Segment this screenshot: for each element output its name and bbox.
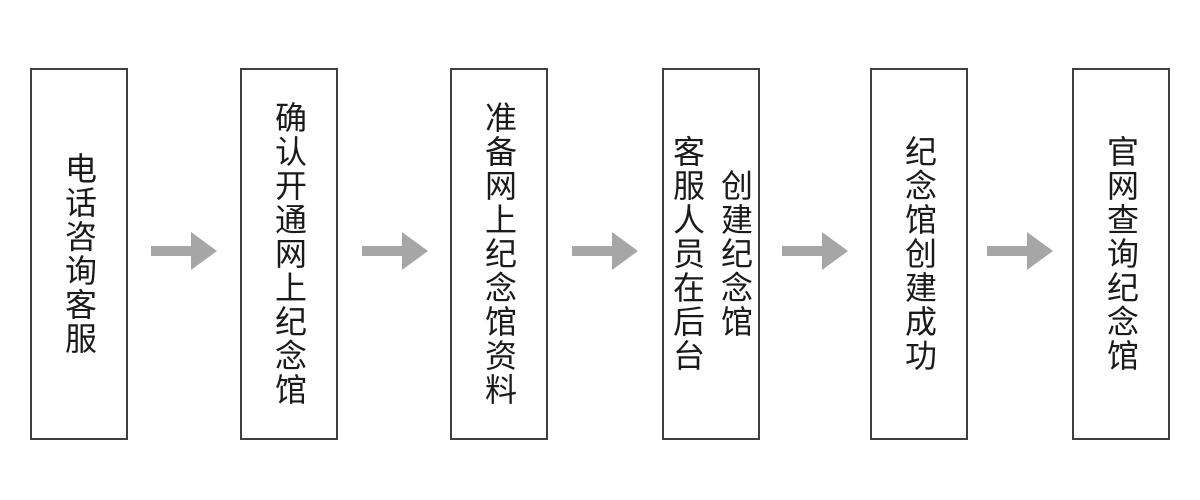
flow-step-label: 电话咨询客服 (61, 152, 97, 356)
flow-step-create-success: 纪念馆创建成功 (870, 68, 968, 440)
right-arrow-icon (782, 232, 848, 270)
flow-step-label: 准备网上纪念馆资料 (481, 101, 517, 407)
flow-step-label: 官网查询纪念馆 (1103, 135, 1139, 373)
flow-step-confirm-open: 确认开通网上纪念馆 (240, 68, 338, 440)
flow-step-label: 确认开通网上纪念馆 (271, 101, 307, 407)
flow-step-label: 纪念馆创建成功 (901, 135, 937, 373)
flow-step-official-site-query: 官网查询纪念馆 (1072, 68, 1170, 440)
flow-step-label-line-2: 创建纪念馆 (717, 169, 753, 339)
right-arrow-shape (572, 232, 638, 270)
right-arrow-icon (572, 232, 638, 270)
right-arrow-shape (782, 232, 848, 270)
flow-step-phone-consult: 电话咨询客服 (30, 68, 128, 440)
right-arrow-shape (151, 232, 217, 270)
right-arrow-icon (362, 232, 428, 270)
flow-step-backend-create: 客服人员在后台 创建纪念馆 (662, 68, 760, 440)
right-arrow-shape (987, 232, 1053, 270)
right-arrow-shape (362, 232, 428, 270)
right-arrow-icon (987, 232, 1053, 270)
right-arrow-icon (151, 232, 217, 270)
flow-step-label-line-1: 客服人员在后台 (669, 135, 705, 373)
flow-step-prepare-materials: 准备网上纪念馆资料 (450, 68, 548, 440)
